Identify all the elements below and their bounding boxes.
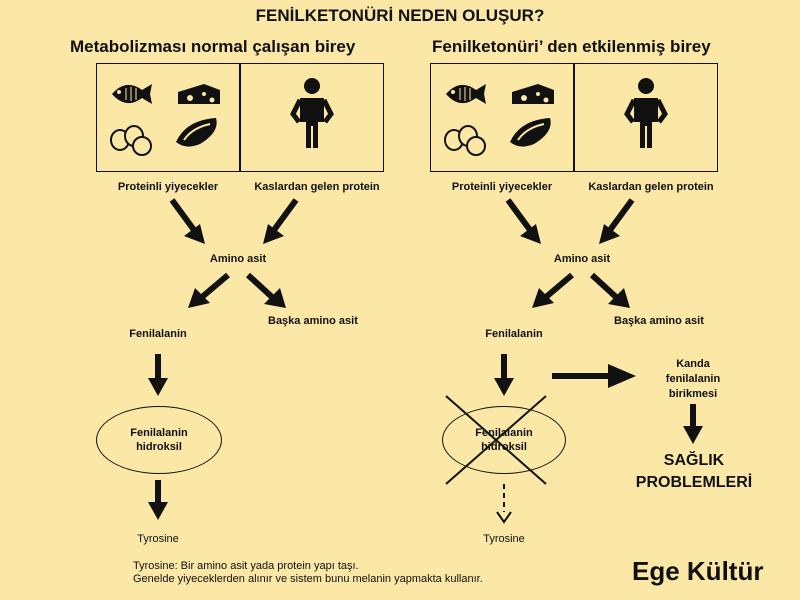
page-title: FENİLKETONÜRİ NEDEN OLUŞUR? (255, 6, 545, 25)
brand-logo: Ege Kültür (632, 556, 764, 586)
meat-icon (175, 117, 218, 148)
arrowhead (608, 288, 630, 308)
arrowhead (148, 378, 168, 396)
left-muscle-label: Kaslardan gelen protein (254, 181, 380, 193)
arrow-amino-to-other (245, 272, 275, 300)
accumulation-label: Kanda fenilalanin birikmesi (646, 357, 740, 402)
arrowhead (599, 224, 620, 244)
right-other-amino-label: Başka amino asit (614, 315, 704, 327)
right-amino-label: Amino asit (553, 253, 611, 265)
footnote: Tyrosine: Bir amino asit yada protein ya… (133, 560, 483, 586)
left-food-label: Proteinli yiyecekler (117, 181, 219, 193)
arrow-food-to-amino (505, 198, 533, 232)
cheese-icon (512, 84, 554, 104)
left-person-box (240, 63, 384, 172)
left-enzyme-line1: Fenilalanin (130, 427, 188, 439)
left-food-box (96, 63, 240, 172)
arrow-amino-to-phenyl (544, 272, 574, 300)
dashed-arrowhead (496, 511, 512, 524)
arrowhead (263, 224, 284, 244)
right-muscle-label: Kaslardan gelen protein (588, 181, 714, 193)
arrow-food-to-amino (169, 198, 197, 232)
left-amino-label: Amino asit (209, 253, 267, 265)
right-food-box (430, 63, 574, 172)
left-enzyme-line2: hidroksil (136, 441, 182, 453)
person-icon (627, 78, 665, 148)
left-other-amino-label: Başka amino asit (268, 315, 358, 327)
right-enzyme-line2: hidroksil (481, 441, 527, 453)
pku-heading: Fenilketonüri’ den etkilenmiş birey (432, 37, 711, 56)
right-enzyme-oval: Fenilalanin hidroksil (442, 406, 566, 474)
arrowhead (148, 502, 168, 520)
arrow-amino-to-phenyl (200, 272, 230, 300)
left-enzyme-oval: Fenilalanin hidroksil (96, 406, 222, 474)
eggs-icon (110, 125, 152, 156)
footnote-line1: Tyrosine: Bir amino asit yada protein ya… (133, 560, 359, 572)
arrow-muscle-to-amino (607, 198, 635, 232)
eggs-icon (444, 125, 486, 156)
left-phenyl-label: Fenilalanin (129, 328, 187, 340)
accum-line1: Kanda (676, 358, 710, 370)
cheese-icon (178, 84, 220, 104)
right-person-box (574, 63, 718, 172)
arrowhead (494, 378, 514, 396)
accum-line3: birikmesi (668, 388, 718, 400)
normal-heading: Metabolizması normal çalışan birey (70, 37, 356, 56)
health-line2: PROBLEMLERİ (635, 474, 753, 491)
left-tyrosine-label: Tyrosine (137, 533, 179, 545)
arrowhead (683, 426, 703, 444)
right-tyrosine-label: Tyrosine (483, 533, 525, 545)
right-enzyme-line1: Fenilalanin (475, 427, 533, 439)
right-phenyl-label: Fenilalanin (485, 328, 543, 340)
meat-icon (509, 117, 552, 148)
arrow-muscle-to-amino (271, 198, 299, 232)
health-problems-label: SAĞLIK PROBLEMLERİ (612, 450, 776, 494)
accum-line2: fenilalanin (665, 373, 721, 385)
arrowhead (184, 224, 205, 244)
arrowhead (264, 288, 286, 308)
fish-icon (111, 83, 153, 105)
right-food-label: Proteinli yiyecekler (451, 181, 553, 193)
arrowhead (532, 288, 554, 308)
arrowhead (608, 364, 636, 388)
health-line1: SAĞLIK (663, 452, 725, 469)
fish-icon (445, 83, 487, 105)
person-icon (293, 78, 331, 148)
arrowhead (520, 224, 541, 244)
arrowhead (188, 288, 210, 308)
footnote-line2: Genelde yiyeceklerden alınır ve sistem b… (133, 573, 483, 585)
arrow-amino-to-other (589, 272, 619, 300)
